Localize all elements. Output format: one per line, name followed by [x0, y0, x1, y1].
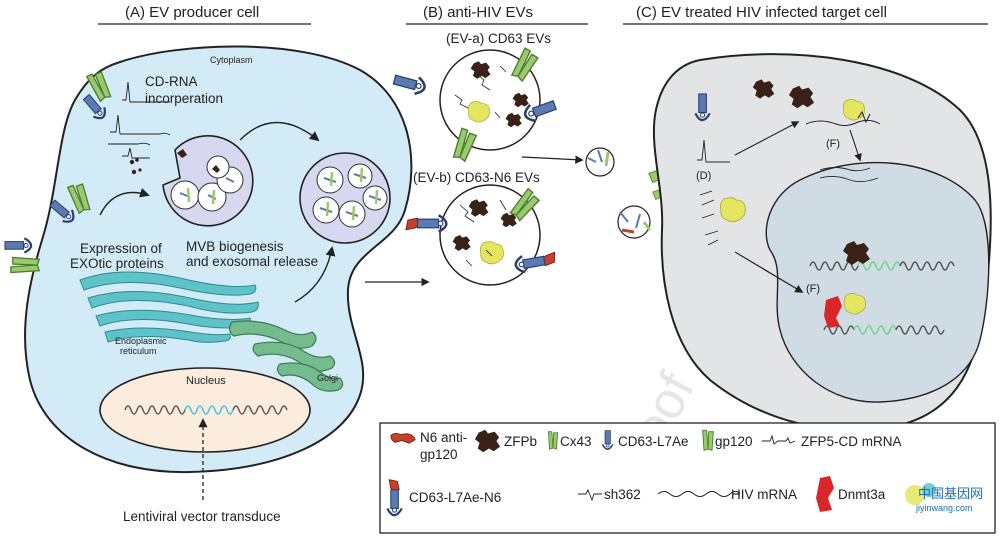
cd63-icon	[391, 70, 428, 98]
cx43-icon	[10, 256, 40, 274]
hiv-mrna-icon	[657, 491, 741, 497]
cd-rna-label-line2: incorperation	[145, 91, 223, 106]
yellow-protein-icon	[843, 293, 867, 315]
f-label-top: (F)	[826, 138, 840, 150]
arrow-to-zfp	[734, 121, 800, 156]
mrna-strand	[805, 119, 881, 127]
dnmt-icon	[824, 296, 842, 328]
target-rna-lines	[697, 139, 879, 246]
ev-b-label: (EV-b) CD63-N6 EVs	[413, 170, 540, 185]
yellow-protein-icon	[720, 197, 746, 223]
d-label: (D)	[696, 170, 711, 182]
site-watermark: 中国基因网 jiyinwang.com	[905, 483, 983, 513]
sh362-icon	[578, 488, 602, 502]
mrna-hairpin	[857, 110, 871, 124]
mvb-label-line2: and exosomal release	[186, 254, 318, 269]
er-label-line2: reticulum	[120, 346, 157, 356]
mvb-biogenesis	[162, 135, 254, 227]
legend-zfpb: ZFPb	[504, 434, 537, 449]
golgi-apparatus	[228, 320, 344, 392]
er-label-line1: Endoplasmic	[115, 336, 167, 346]
legend-cx43: Cx43	[560, 434, 592, 449]
panel-a-title: (A) EV producer cell	[125, 4, 259, 21]
target-cell	[652, 53, 992, 431]
panel-c-title: (C) EV treated HIV infected target cell	[636, 4, 887, 21]
legend-cd63-l7ae-n6: CD63-L7Ae-N6	[409, 490, 501, 505]
legend-zfp5-mrna: ZFP5-CD mRNA	[801, 434, 902, 449]
endoplasmic-reticulum	[79, 271, 259, 343]
cd63-icon	[4, 237, 33, 254]
nucleus-label: Nucleus	[186, 375, 226, 387]
svg-text:中国基因网: 中国基因网	[918, 486, 983, 501]
flow-arrows	[99, 121, 336, 303]
ev-a-to-target-arrow	[521, 155, 584, 164]
f-label-nucleus: (F)	[806, 283, 820, 295]
cd-rna-transcripts	[108, 81, 171, 159]
legend-cd63-l7ae: CD63-L7Ae	[618, 434, 689, 449]
legend-n6-line1: N6 anti-	[420, 430, 467, 445]
expression-label-line2: EXOtic proteins	[70, 256, 164, 271]
cytoplasm-label: Cytoplasm	[210, 55, 253, 65]
arrow-to-nucleus	[734, 251, 804, 293]
cd-rna-label-line1: CD-RNA	[145, 74, 198, 89]
ev-docking-small	[585, 147, 652, 239]
panel-b-title: (B) anti-HIV EVs	[423, 4, 533, 21]
arrow-to-f	[849, 129, 862, 162]
mvb-label-line1: MVB biogenesis	[186, 239, 284, 254]
legend-gp120: gp120	[715, 434, 753, 449]
legend-n6-line2: gp120	[420, 447, 458, 462]
lentiviral-label: Lentiviral vector transduce	[123, 509, 281, 524]
dnmt-legend-icon	[816, 476, 834, 512]
expression-label-line1: Expression of	[80, 241, 162, 256]
legend-dnmt: Dnmt3a	[838, 487, 886, 502]
legend-hiv-mrna: HIV mRNA	[731, 487, 797, 502]
mvb-exosomal-release	[299, 152, 391, 244]
svg-text:jiyinwang.com: jiyinwang.com	[915, 503, 973, 513]
yellow-protein-icon	[842, 99, 866, 121]
producer-nucleus	[99, 367, 311, 453]
zfp5-mrna-icon	[762, 434, 796, 445]
legend-sh362: sh362	[604, 487, 641, 502]
golgi-label: Golgi	[317, 373, 338, 383]
ev-a-label: (EV-a) CD63 EVs	[446, 31, 551, 46]
zfp-particles	[129, 158, 142, 175]
